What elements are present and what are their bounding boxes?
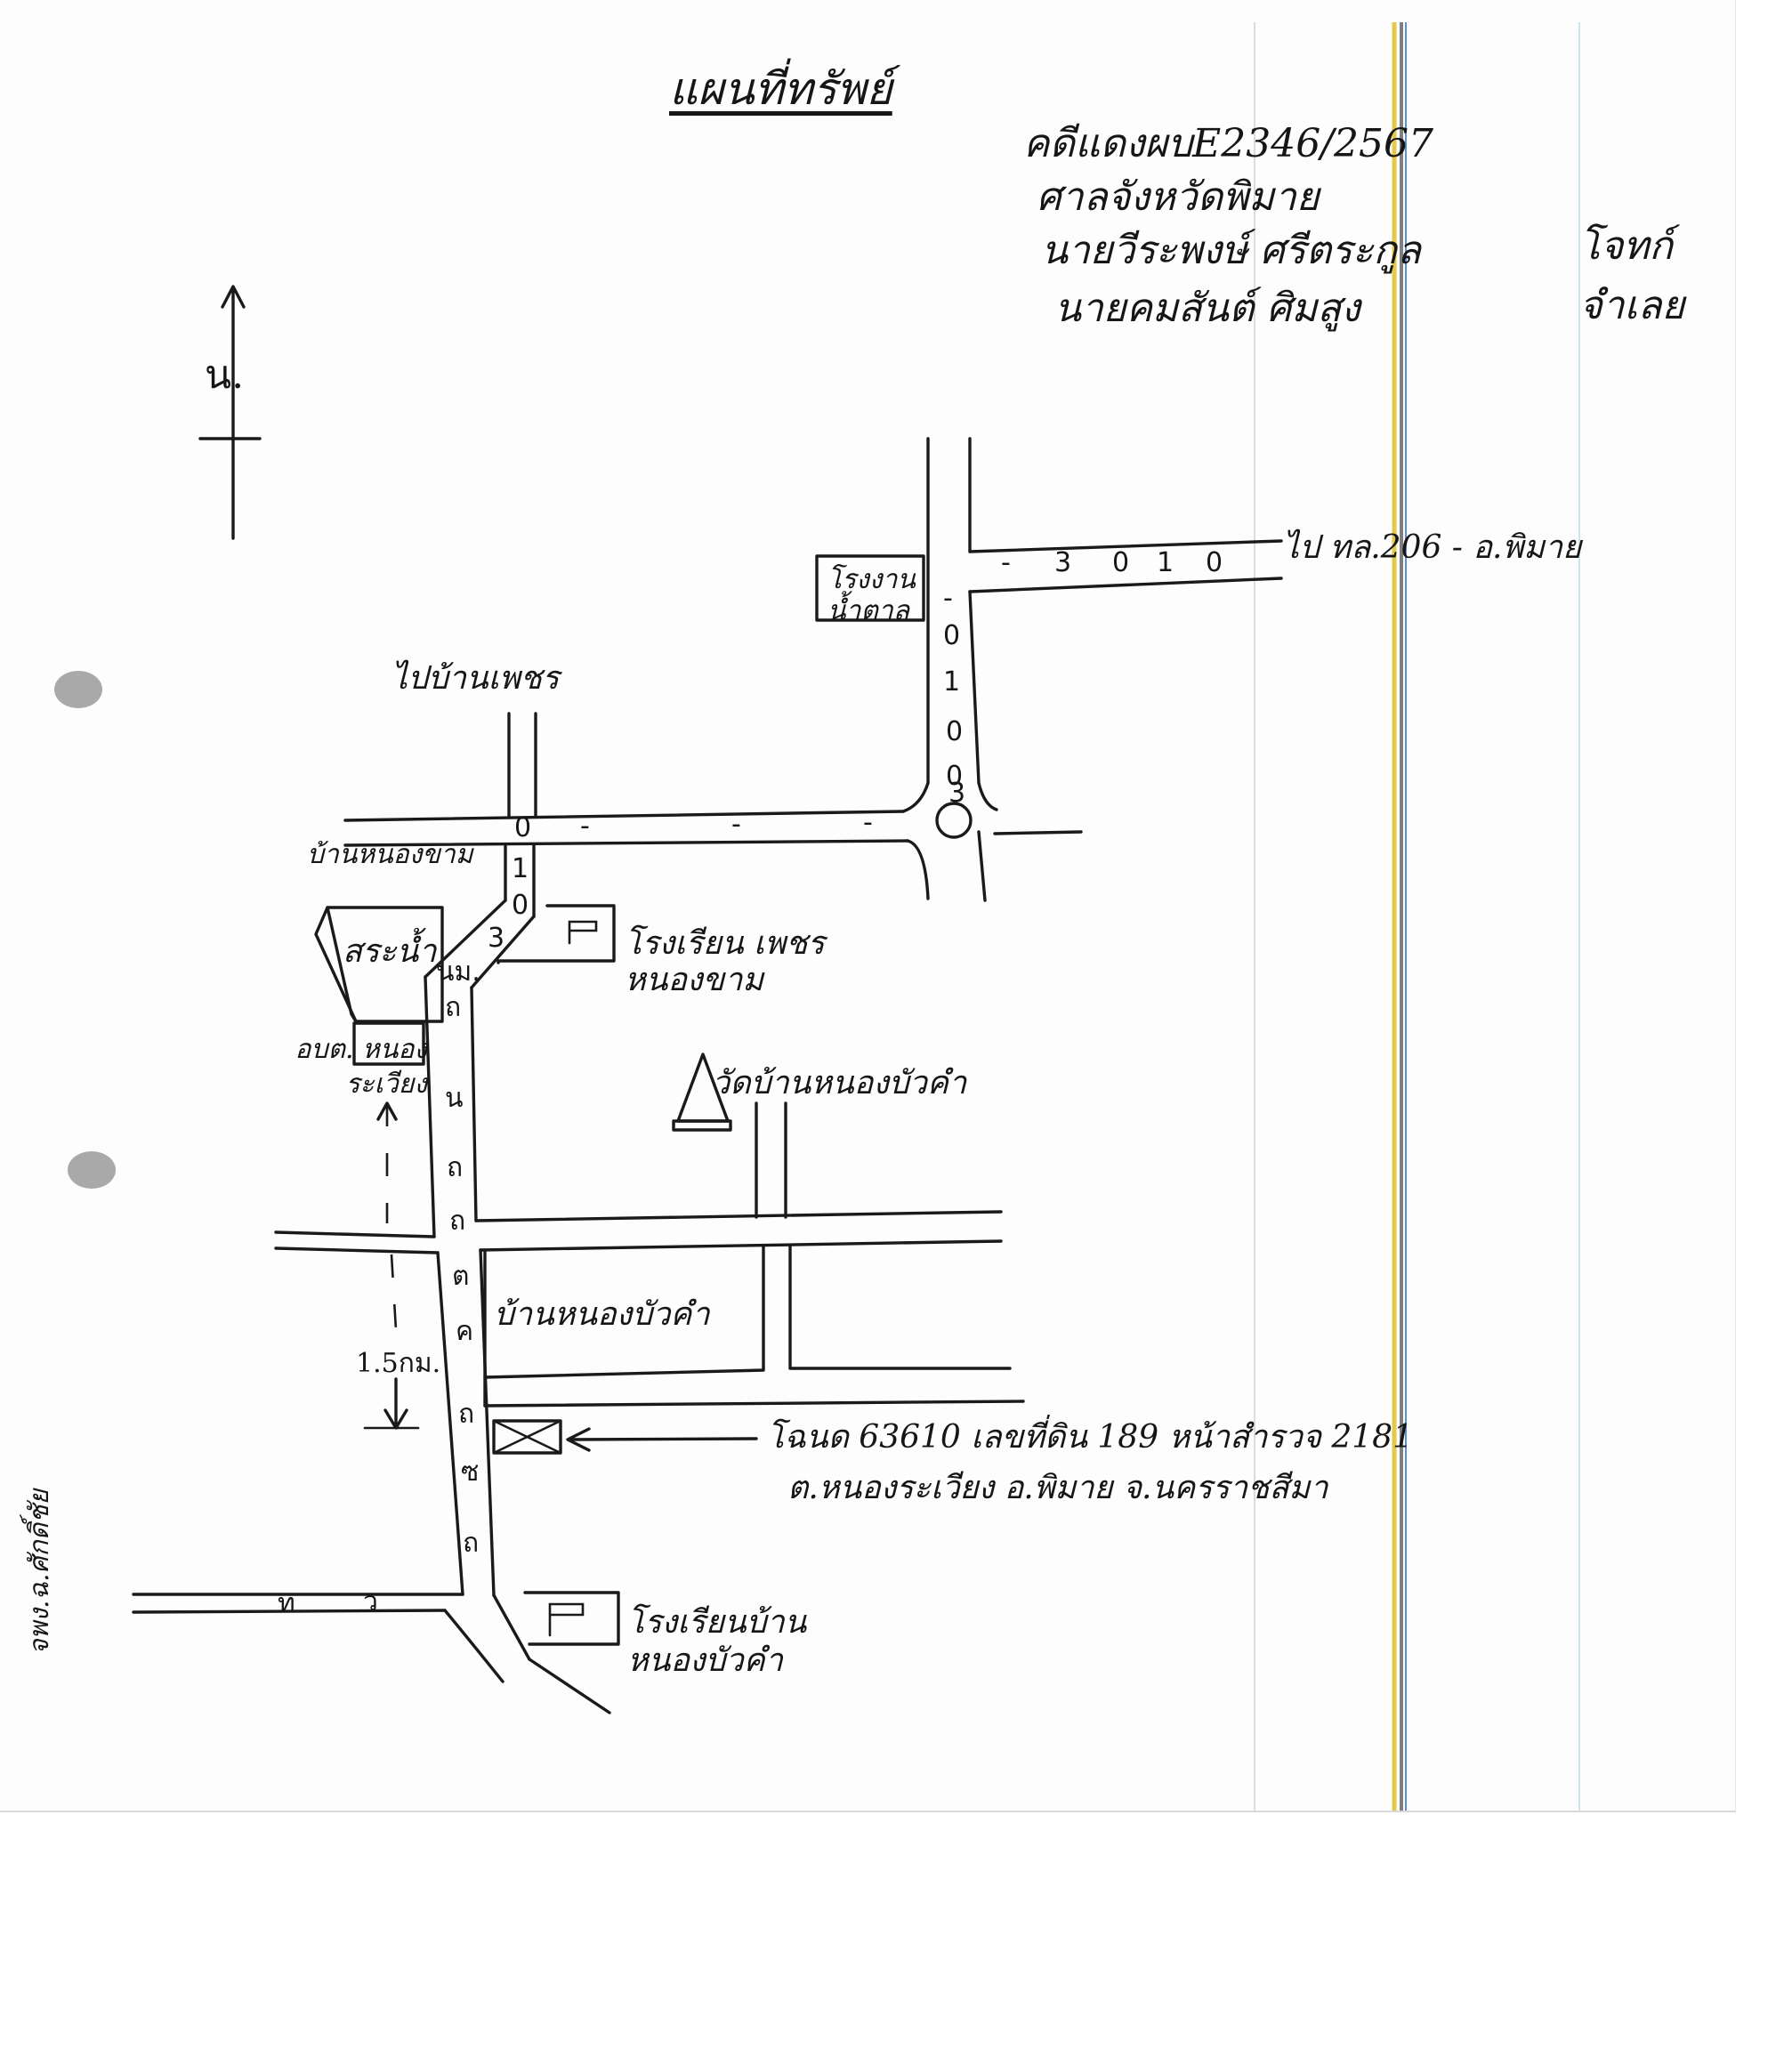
road-marker: ถ xyxy=(463,1528,480,1559)
road-marker: 3 xyxy=(488,923,505,954)
property-arrow xyxy=(566,1427,758,1452)
road-marker: น xyxy=(445,1083,464,1114)
village-blocks xyxy=(483,1244,1025,1408)
road-3010 xyxy=(926,437,1283,902)
road-marker: - xyxy=(580,811,590,842)
label-pond: สระน้ำ xyxy=(343,933,437,970)
label-to-ban-phet: ไปบ้านเพชร xyxy=(391,660,560,697)
road-marker: 3 xyxy=(1054,547,1072,578)
north-arrow xyxy=(198,285,262,540)
road-marker: 1 xyxy=(1157,547,1174,578)
label-sao: อบต. หนองระเวียง xyxy=(295,1034,427,1100)
label-property-line2: ต.หนองระเวียง อ.พิมาย จ.นครราชสีมา xyxy=(787,1470,1328,1506)
north-label: น. xyxy=(205,352,245,398)
case-number: คดีแดงผบE2346/2567 xyxy=(1023,121,1434,166)
road-marker: 0 xyxy=(514,812,532,843)
road-marker: 1 xyxy=(943,666,961,698)
road-middle xyxy=(343,810,930,900)
road-marker: 1 xyxy=(512,853,529,884)
road-marker: ต xyxy=(452,1261,470,1292)
scanned-paper-sheet xyxy=(0,0,1736,1812)
sao-box xyxy=(352,1021,425,1066)
road-marker: - xyxy=(943,583,953,614)
road-marker: ถ xyxy=(449,1206,466,1237)
roundabout xyxy=(935,802,973,839)
defendant-name: นายคมสันต์ ศิมสูง xyxy=(1054,286,1360,331)
road-bottom xyxy=(132,1593,611,1714)
school-2-marker xyxy=(523,1591,620,1646)
road-marker: 0 xyxy=(1112,547,1130,578)
punch-hole-top xyxy=(54,671,102,708)
road-marker: ค xyxy=(456,1316,474,1347)
road-marker: - xyxy=(1001,547,1011,578)
punch-hole-bottom xyxy=(68,1151,116,1189)
cross-street-upper xyxy=(274,1210,1003,1254)
court-name: ศาลจังหวัดพิมาย xyxy=(1037,174,1320,220)
defendant-role: จำเลย xyxy=(1579,283,1685,328)
label-ban-nong-kham: บ้านหนองขาม xyxy=(307,839,473,870)
road-marker: 3 xyxy=(948,778,966,809)
label-school-1: โรงเรียน เพชรหนองขาม xyxy=(625,925,825,999)
map-title: แผนที่ทรัพย์ xyxy=(669,63,892,115)
property-marker xyxy=(492,1419,562,1455)
label-property-line1: โฉนด 63610 เลขที่ดิน 189 หน้าสำรวจ 2181 xyxy=(767,1419,1413,1456)
plaintiff-role: โจทก์ xyxy=(1579,223,1674,269)
label-temple: วัดบ้านหนองบัวคำ xyxy=(712,1065,967,1101)
temple-symbol xyxy=(672,1053,732,1132)
road-main-lower xyxy=(436,1248,496,1597)
road-marker: 0 xyxy=(512,890,529,921)
school-1-marker xyxy=(496,904,616,964)
plaintiff-name: นายวีระพงษ์ ศรีตระกูล xyxy=(1041,228,1422,273)
road-marker: ว xyxy=(363,1586,378,1617)
road-marker: - xyxy=(863,807,873,838)
road-marker: 0 xyxy=(1206,547,1223,578)
road-marker: 0 xyxy=(943,620,961,651)
sugar-factory-box xyxy=(815,554,925,622)
pond-shape xyxy=(326,906,444,1023)
road-marker: ซ xyxy=(461,1456,480,1488)
road-marker: 0 xyxy=(946,761,964,792)
distance-dimension xyxy=(363,1101,420,1430)
road-marker: ถ xyxy=(458,1399,475,1430)
road-marker: ถ xyxy=(445,992,462,1023)
label-to-highway: ไป ทล.206 - อ.พิมาย xyxy=(1283,529,1582,566)
road-marker: ท xyxy=(278,1588,295,1619)
label-school-2: โรงเรียนบ้าน หนองบัวคำ xyxy=(627,1604,807,1680)
label-village: บ้านหนองบัวคำ xyxy=(494,1296,710,1333)
label-distance: 1.5กม. xyxy=(356,1348,441,1379)
road-to-ban-phet xyxy=(507,712,537,819)
road-marker: 0 xyxy=(946,716,964,747)
temple-side-road xyxy=(755,1101,787,1219)
road-marker: ถ xyxy=(447,1152,464,1183)
road-marker: - xyxy=(731,809,741,840)
label-sugar-factory: โรงงาน น้ำตาล xyxy=(827,564,916,626)
road-marker: นม. xyxy=(436,956,480,988)
label-surveyor: จพง.ฉ.ศักดิ์ชัย xyxy=(24,1488,55,1655)
